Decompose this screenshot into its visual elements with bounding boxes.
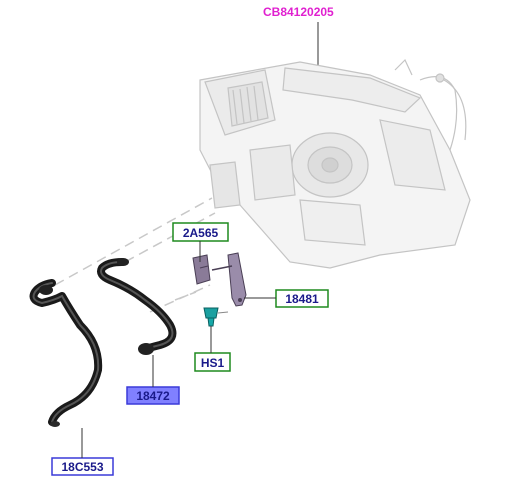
callout-18481-label: 18481 xyxy=(285,292,319,306)
callout-hs1[interactable]: HS1 xyxy=(194,352,231,372)
guide-lines xyxy=(54,197,216,313)
callout-18c553[interactable]: 18C553 xyxy=(51,457,114,476)
diagram-code: CB84120205 xyxy=(263,5,334,19)
bracket-18481 xyxy=(211,252,247,307)
callout-18472-label: 18472 xyxy=(136,389,170,403)
callout-2a565[interactable]: 2A565 xyxy=(172,222,229,242)
callout-18481[interactable]: 18481 xyxy=(275,289,329,308)
clip-hs1 xyxy=(203,307,229,327)
callout-hs1-label: HS1 xyxy=(201,356,225,370)
hvac-housing-illustration xyxy=(199,58,471,269)
hose-18472 xyxy=(97,258,177,355)
callout-18472[interactable]: 18472 xyxy=(126,386,180,405)
callout-2a565-label: 2A565 xyxy=(183,226,219,240)
hose-18c553 xyxy=(29,279,103,427)
bracket-2a565 xyxy=(192,254,211,285)
callout-18c553-label: 18C553 xyxy=(61,460,103,474)
